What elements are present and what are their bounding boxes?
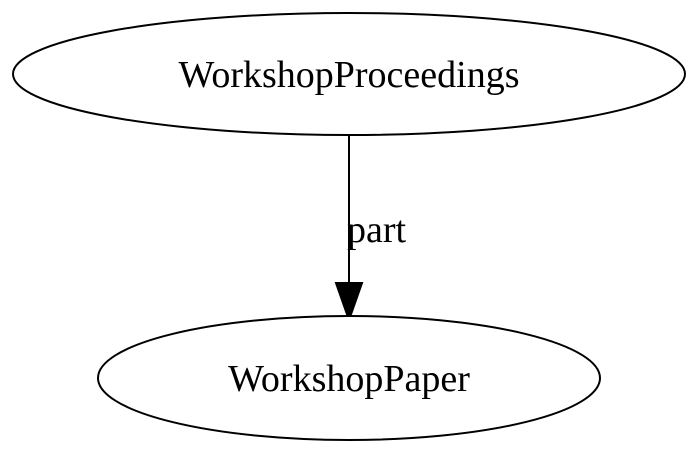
node-workshop-paper-label: WorkshopPaper [228,358,470,400]
node-workshop-proceedings-shape [12,12,686,136]
node-workshop-paper-shape [97,315,601,441]
node-workshop-paper[interactable]: WorkshopPaper [97,315,601,441]
node-workshop-proceedings-label: WorkshopProceedings [179,54,520,96]
edge-part-arrowhead [334,282,364,324]
edge-part: part [334,136,407,324]
edge-part-label: part [347,209,407,251]
node-workshop-proceedings[interactable]: WorkshopProceedings [12,12,686,136]
